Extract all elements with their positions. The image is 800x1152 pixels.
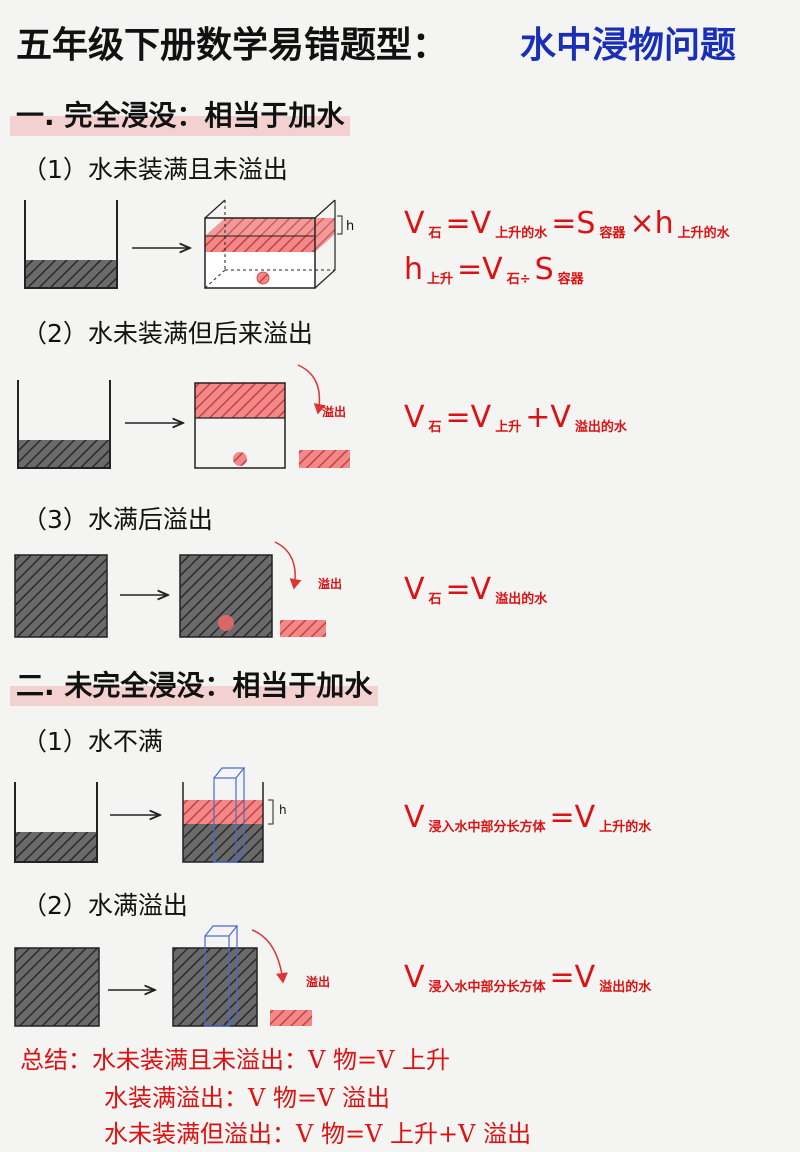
summary-line2: 水装满溢出：V 物=V 溢出: [104, 1084, 391, 1112]
formula-sub: 石: [428, 420, 442, 435]
formula-sub: 上升: [495, 420, 522, 435]
case1-1-title: （1）水未装满且未溢出: [22, 155, 288, 184]
formula-sub: 溢出的水: [495, 592, 548, 607]
formula-eq: =V: [549, 800, 596, 835]
case1-3-diagram: [14, 541, 326, 638]
case2-1-diagram: [14, 767, 274, 863]
formula-sub: 容器: [599, 226, 626, 241]
formula-v: V: [404, 206, 425, 241]
case2-2-overflow-label: 溢出: [306, 975, 331, 989]
formula-sub: 石: [428, 226, 442, 241]
formula-eq: =V: [549, 960, 596, 995]
formula-sub: 浸入水中部分长方体: [428, 980, 546, 995]
case1-1-diagram: [24, 199, 343, 289]
formula-sub: 容器: [557, 272, 584, 287]
summary-line3: 水未装满但溢出：V 物=V 上升+V 溢出: [104, 1120, 532, 1148]
case2-1-title: （1）水不满: [22, 727, 163, 756]
case1-1-h-label: h: [346, 219, 355, 234]
formula-plus: +V: [525, 400, 571, 435]
formula-sub: 溢出的水: [574, 420, 627, 435]
summary-line1: 总结：水未装满且未溢出：V 物=V 上升: [20, 1046, 451, 1074]
formula-h: h: [404, 252, 424, 287]
formula-v: V: [404, 400, 425, 435]
title-accent: 水中浸物问题: [520, 25, 737, 66]
formula-v: V: [404, 960, 425, 995]
formula-v: V: [404, 572, 425, 607]
formula-sub: 石÷: [506, 272, 531, 287]
case2-2-title: （2）水满溢出: [22, 891, 188, 920]
section1-heading: 一. 完全浸没：相当于加水: [10, 92, 351, 136]
page-title: 五年级下册数学易错题型： 水中浸物问题: [0, 0, 800, 88]
formula-eq: =V: [457, 252, 503, 287]
formula-s: S: [534, 252, 554, 287]
case1-2-overflow-label: 溢出: [322, 405, 347, 419]
formula-v: V: [404, 800, 425, 835]
formula-sub: 上升的水: [495, 226, 548, 241]
case2-1-h-label: h: [279, 803, 287, 817]
formula-sub: 上升: [427, 272, 454, 287]
formula-eq: =V: [445, 572, 492, 607]
formula-sub: 溢出的水: [599, 980, 652, 995]
formula-eq: =S: [551, 206, 596, 241]
formula-sub: 上升的水: [599, 820, 652, 835]
case1-3-title: （3）水满后溢出: [22, 505, 213, 534]
case2-2-diagram: [14, 925, 312, 1027]
case1-2-title: （2）水未装满但后来溢出: [22, 319, 313, 348]
formula-sub: 上升的水: [677, 226, 730, 241]
case1-2-diagram: [17, 364, 350, 469]
formula-sub: 浸入水中部分长方体: [428, 820, 546, 835]
formula-sub: 石: [428, 592, 442, 607]
formula-eq: =V: [445, 400, 492, 435]
section2-heading: 二. 未完全浸没：相当于加水: [10, 662, 379, 706]
formula-times: ×h: [629, 206, 674, 241]
title-main: 五年级下册数学易错题型：: [16, 25, 449, 66]
case1-3-overflow-label: 溢出: [318, 577, 343, 591]
formula-eq: =V: [445, 206, 492, 241]
